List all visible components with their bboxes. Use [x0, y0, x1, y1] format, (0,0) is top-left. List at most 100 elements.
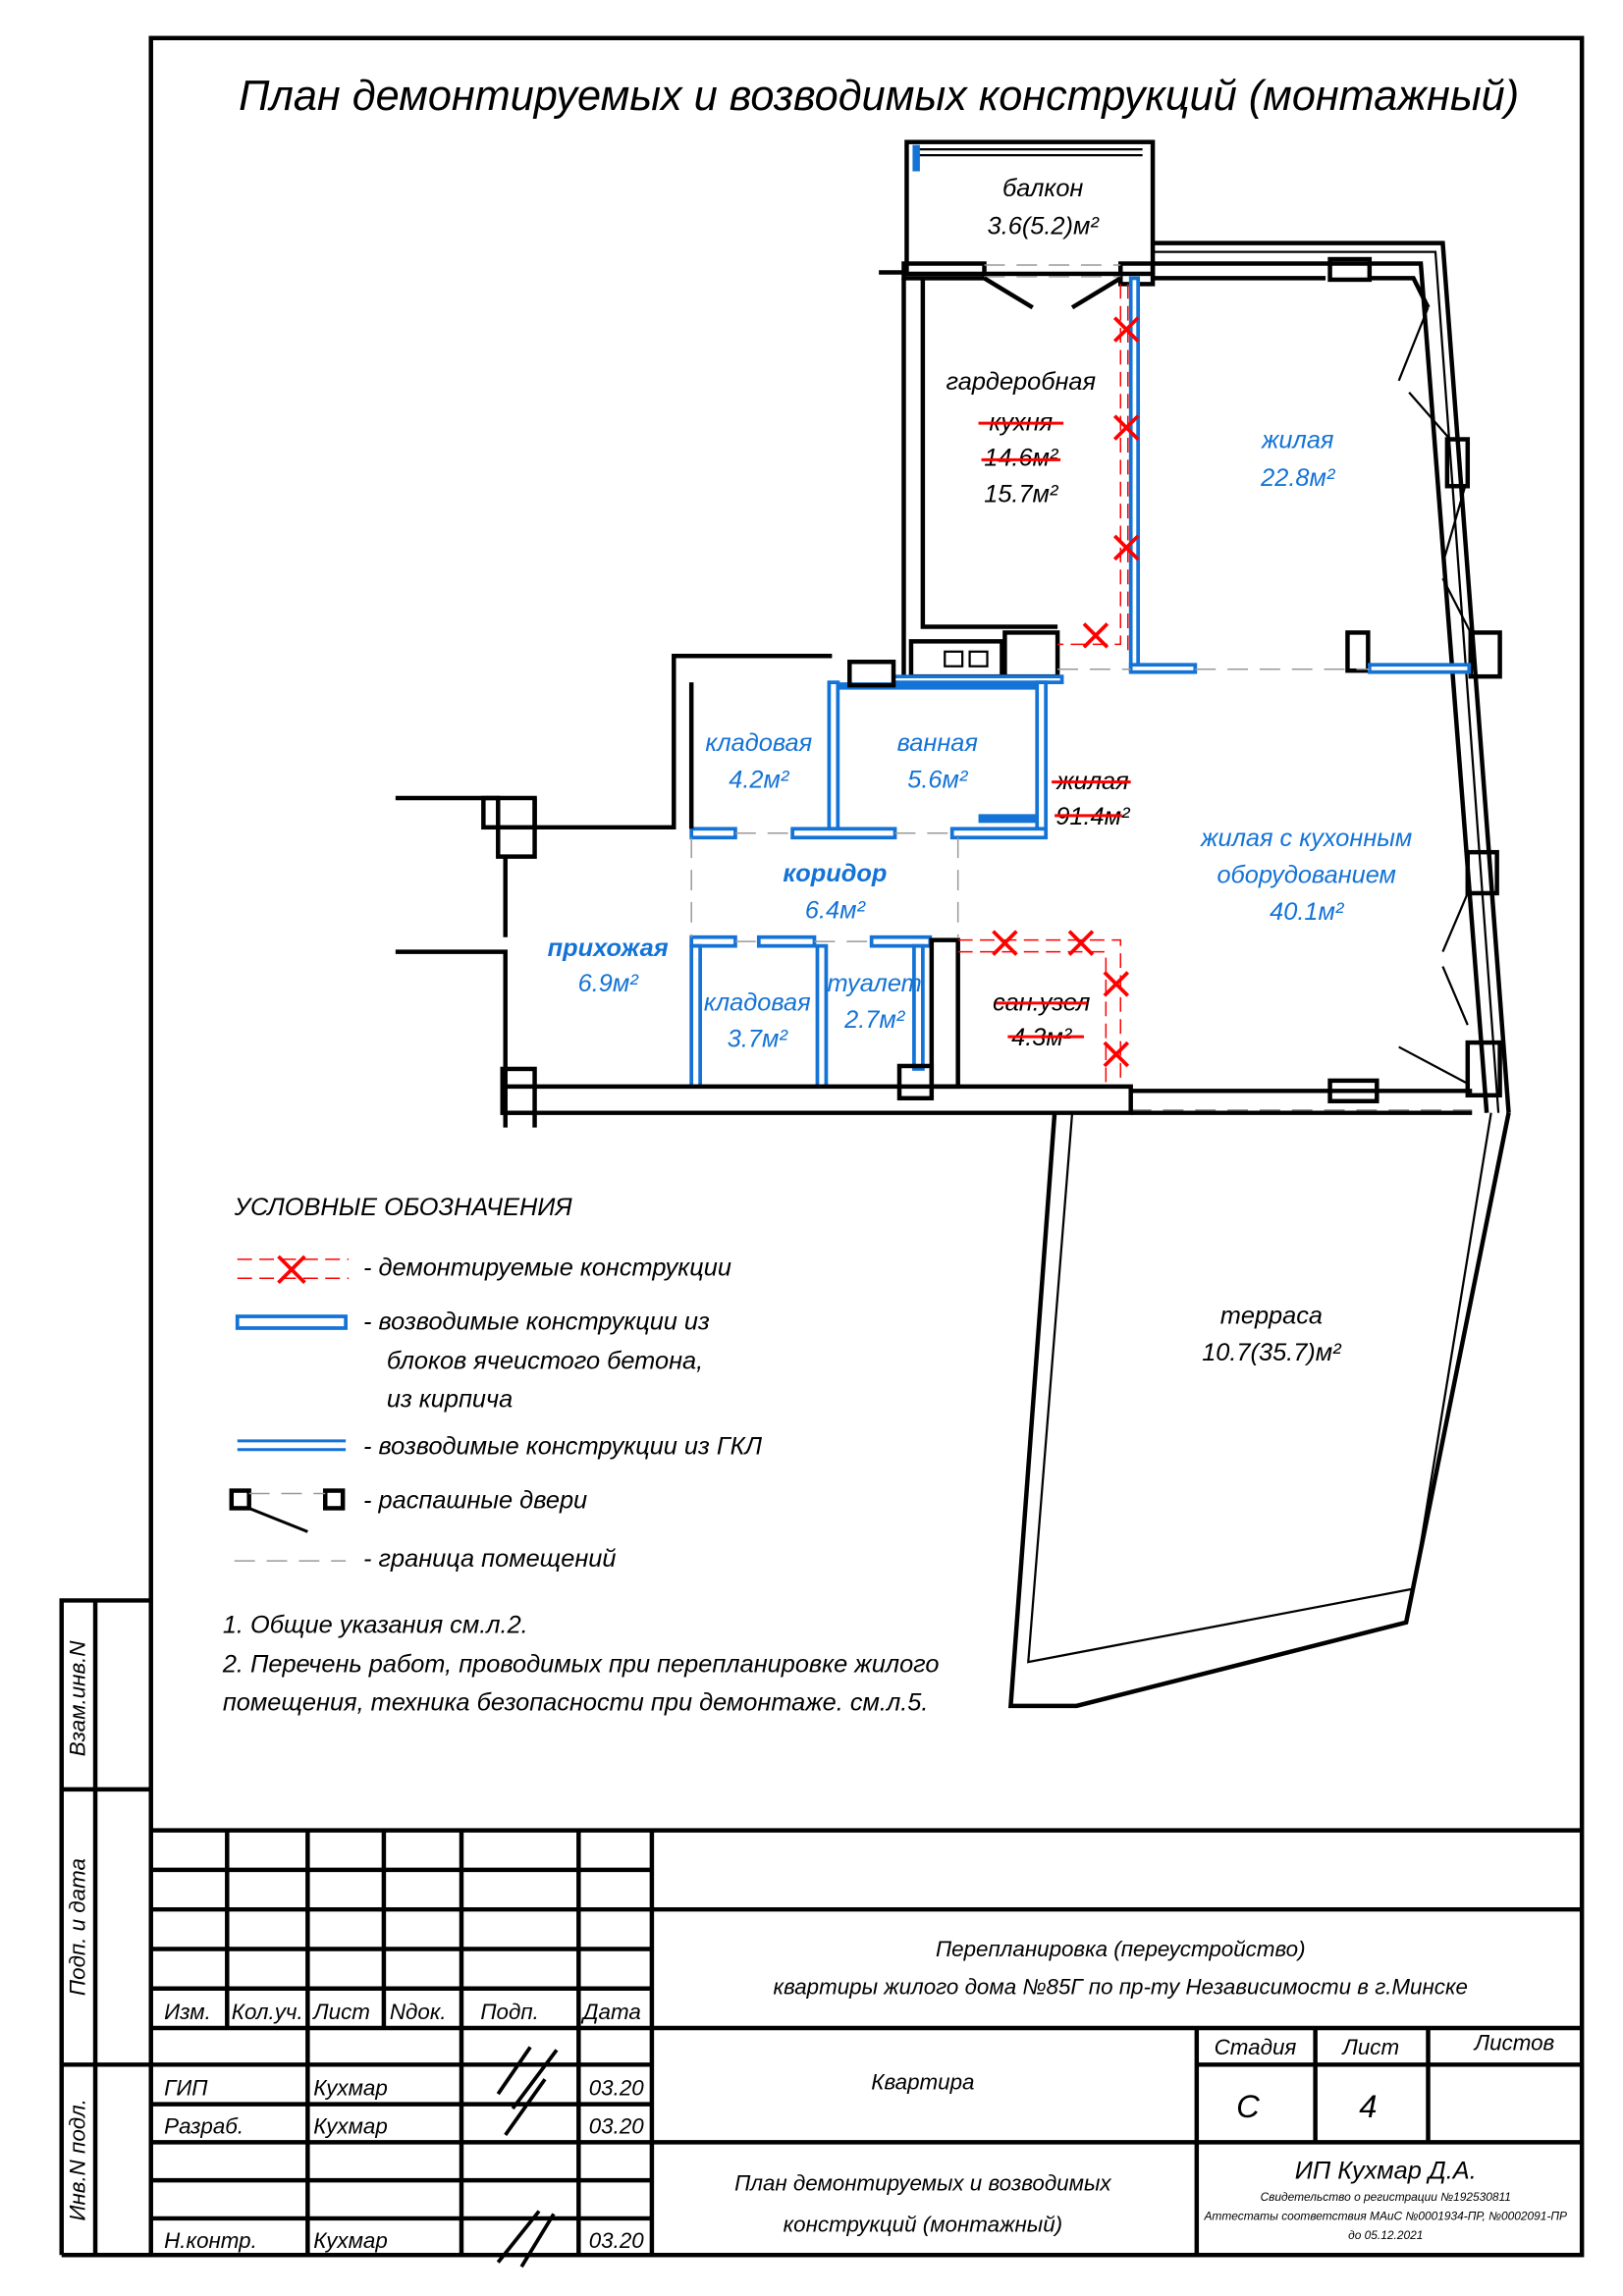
project-title: Перепланировка (переустройство): [936, 1937, 1306, 1961]
title-block-headers: Изм. Кол.уч. Лист Nдок. Подп. Дата: [164, 2000, 641, 2024]
room-hall: прихожая 6.9м²: [548, 934, 669, 997]
signature-rows: ГИП Кухмар 03.20 Разраб. Кухмар 03.20 Н.…: [164, 2046, 645, 2269]
room-living-kitchen: жилая с кухонным оборудованием 40.1м²: [1200, 825, 1412, 926]
room-bath: ванная 5.6м²: [897, 729, 979, 793]
sheet-number: 4: [1359, 2088, 1377, 2124]
legend-item: - распашные двери: [363, 1486, 587, 1514]
legend-item: - возводимые конструкции из: [363, 1308, 710, 1335]
side-label: Взам.инв.N: [66, 1640, 90, 1757]
room-name: кладовая: [704, 988, 811, 1016]
room-area: 15.7м²: [984, 481, 1059, 508]
drawing-name: План демонтируемых и возводимых: [734, 2171, 1111, 2196]
room-wardrobe: гардеробная кухня 14.6м² 15.7м²: [947, 368, 1097, 508]
label: Разраб.: [164, 2113, 243, 2138]
room-name: терраса: [1220, 1303, 1323, 1330]
label: Кухмар: [313, 2228, 388, 2253]
room-name: кладовая: [705, 729, 812, 757]
room-name: жилая: [1261, 426, 1334, 454]
old-room-area: 14.6м²: [984, 444, 1059, 471]
balcony-walls: [879, 139, 1156, 277]
legend-item: блоков ячеистого бетона,: [387, 1348, 703, 1375]
room-name: коридор: [783, 860, 887, 887]
living-room-walls: [1153, 240, 1511, 1113]
company-name: ИП Кухмар Д.А.: [1295, 2158, 1477, 2185]
drawing-name-cont: конструкций (монтажный): [784, 2212, 1062, 2236]
room-storage-1: кладовая 4.2м²: [705, 729, 812, 793]
label: Изм.: [164, 2000, 211, 2024]
room-terrace: терраса 10.7(35.7)м²: [1202, 1303, 1342, 1366]
room-area: 3.7м²: [728, 1026, 789, 1053]
drawing-title: План демонтируемых и возводимых конструк…: [239, 73, 1519, 120]
label: Лист: [1341, 2035, 1400, 2059]
legend-door-symbol: [229, 1488, 346, 1533]
label: Н.контр.: [164, 2228, 257, 2253]
label: 03.20: [589, 2076, 645, 2101]
demolished-walls: [957, 284, 1140, 1084]
room-name-cont: оборудованием: [1217, 862, 1395, 889]
side-strip: Взам.инв.N Подп. и дата Инв.N подл.: [59, 1598, 151, 2258]
label: Nдок.: [390, 2000, 447, 2024]
room-boundaries: [690, 667, 1473, 1111]
note: помещения, техника безопасности при демо…: [223, 1688, 929, 1716]
signature: [496, 2046, 559, 2269]
note: 1. Общие указания см.л.2.: [223, 1611, 528, 1638]
object-name: Квартира: [871, 2070, 974, 2095]
side-label: Инв.N подл.: [66, 2099, 90, 2220]
legend-demolished-symbol: [237, 1255, 350, 1285]
legend: УСЛОВНЫЕ ОБОЗНАЧЕНИЯ - демонтируемые кон…: [229, 1194, 763, 1573]
room-area: 40.1м²: [1270, 898, 1345, 926]
label: Подп.: [480, 2000, 539, 2024]
room-area: 5.6м²: [907, 767, 969, 794]
legend-gkl-symbol: [237, 1439, 347, 1452]
label: Стадия: [1215, 2035, 1297, 2059]
room-area: 22.8м²: [1260, 464, 1336, 492]
room-area: 2.7м²: [843, 1006, 906, 1034]
sheet-frame: [148, 35, 1585, 2258]
room-old-wc: сан.узел 4.3м²: [993, 988, 1090, 1051]
apartment-walls: [395, 654, 1473, 1128]
room-balcony: балкон 3.6(5.2)м²: [988, 175, 1101, 240]
label: Кол.уч.: [232, 2000, 303, 2024]
project-title-cont: квартиры жилого дома №85Г по пр-ту Незав…: [774, 1975, 1468, 2000]
room-area: 4.2м²: [729, 767, 790, 794]
title-block: Изм. Кол.уч. Лист Nдок. Подп. Дата ГИП К…: [150, 1828, 1583, 2269]
label: 03.20: [589, 2228, 645, 2253]
label: Кухмар: [313, 2113, 388, 2138]
room-living: жилая 22.8м²: [1260, 426, 1336, 492]
certificate: Аттестаты соответствия МАиС №0001934-ПР,…: [1203, 2209, 1567, 2222]
side-label: Подп. и дата: [66, 1858, 90, 1996]
legend-item: - граница помещений: [363, 1545, 616, 1573]
wardrobe-walls: [901, 261, 1156, 683]
room-storage-2: кладовая 3.7м²: [704, 988, 811, 1052]
label: Лист: [311, 2000, 370, 2024]
room-name: туалет: [828, 970, 922, 997]
note: 2. Перечень работ, проводимых при перепл…: [222, 1651, 940, 1679]
stage-value: С: [1236, 2088, 1260, 2124]
legend-block-wall-symbol: [235, 1314, 349, 1330]
room-toilet: туалет 2.7м²: [828, 970, 922, 1034]
label: Листов: [1473, 2030, 1554, 2055]
legend-item: - возводимые конструкции из ГКЛ: [363, 1432, 763, 1460]
terrace-walls: [1007, 1112, 1511, 1709]
room-name: жилая с кухонным: [1200, 825, 1412, 852]
legend-item: - демонтируемые конструкции: [363, 1254, 731, 1281]
room-area: 3.6(5.2)м²: [988, 213, 1101, 240]
general-notes: 1. Общие указания см.л.2. 2. Перечень ра…: [222, 1611, 940, 1716]
legend-item: из кирпича: [387, 1386, 513, 1414]
label: 03.20: [589, 2113, 645, 2138]
certificate: до 05.12.2021: [1348, 2228, 1423, 2242]
label: Дата: [580, 2000, 641, 2024]
room-name: ванная: [897, 729, 979, 757]
room-area: 6.4м²: [805, 896, 867, 924]
room-area: 6.9м²: [578, 970, 640, 997]
room-old-living: жилая 91.4м²: [1052, 768, 1131, 830]
room-area: 10.7(35.7)м²: [1202, 1339, 1342, 1366]
new-gkl-walls: [689, 276, 1472, 1089]
label: Кухмар: [313, 2076, 388, 2101]
certificate: Свидетельство о регистрации №192530811: [1261, 2190, 1511, 2204]
legend-title: УСЛОВНЫЕ ОБОЗНАЧЕНИЯ: [234, 1194, 573, 1221]
room-name: прихожая: [548, 934, 669, 962]
room-name: балкон: [1002, 175, 1083, 202]
